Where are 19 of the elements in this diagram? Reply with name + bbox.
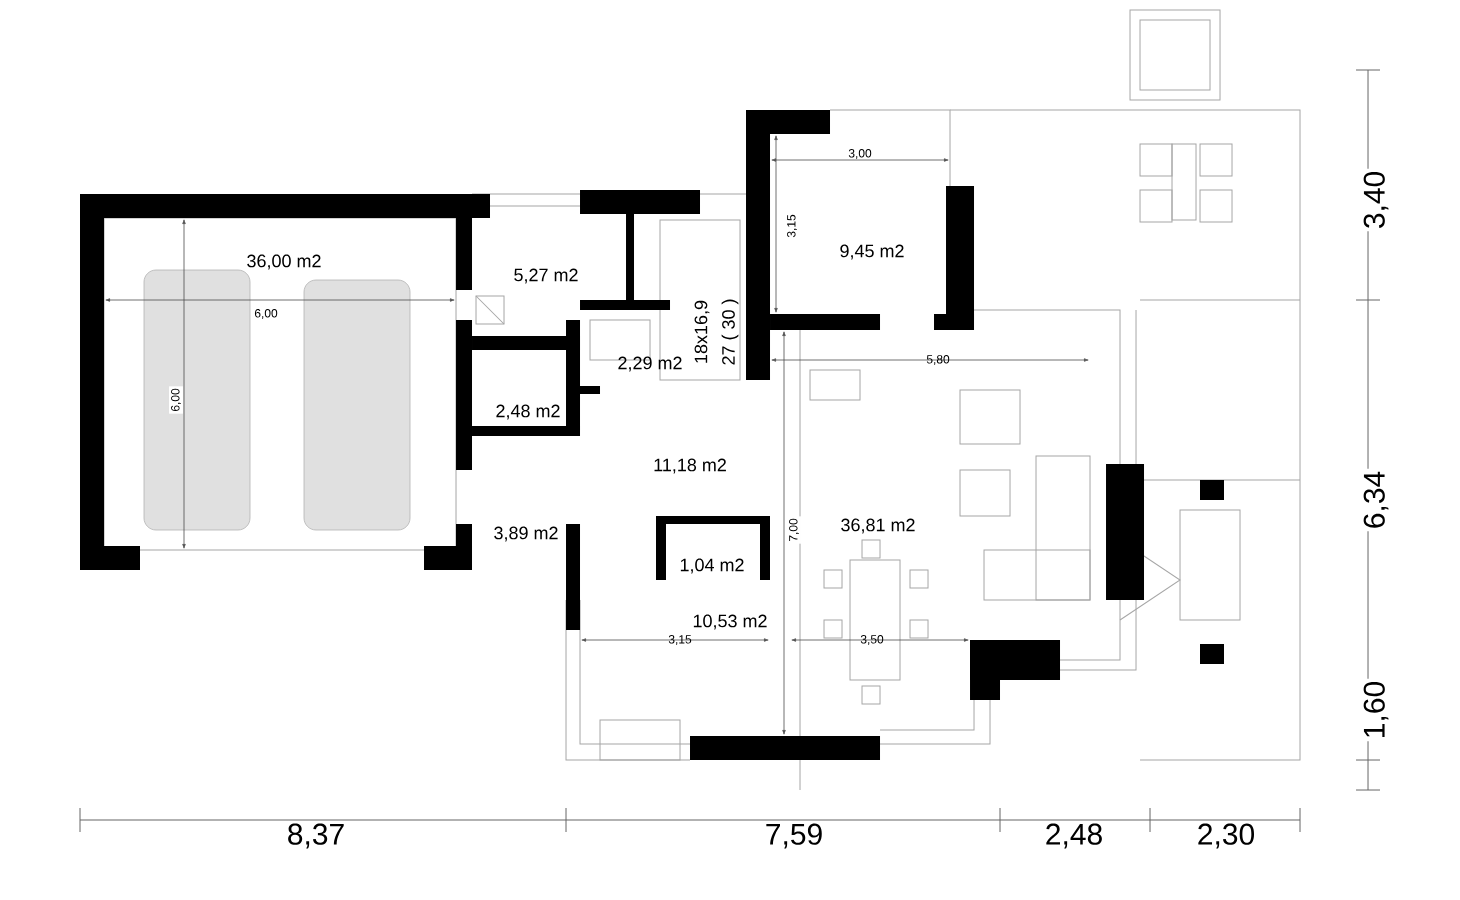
area-label: 1,04 m2 <box>680 558 744 574</box>
dimension-label: 2,30 <box>1194 821 1258 851</box>
area-label: 2,29 m2 <box>618 356 682 372</box>
area-label: 36,81 m2 <box>841 518 915 534</box>
dimension-label: 2,48 <box>1042 821 1106 851</box>
area-label: 27 ( 30 ) <box>721 299 739 365</box>
area-label: 5,27 m2 <box>514 268 578 284</box>
area-label: 36,00 m2 <box>247 254 321 270</box>
area-label: 11,18 m2 <box>654 458 726 474</box>
area-label: 10,53 m2 <box>693 614 767 630</box>
area-label: 2,48 m2 <box>496 404 560 420</box>
area-label: 18x16,9 <box>694 300 710 363</box>
dimension-label: 7,59 <box>762 821 826 851</box>
dimension-label: 3,40 <box>1361 168 1391 232</box>
dimension-label: 8,37 <box>284 821 348 851</box>
area-label: 3,89 m2 <box>494 526 558 542</box>
area-label: 9,45 m2 <box>840 244 904 260</box>
dimension-label: 1,60 <box>1361 678 1391 742</box>
dimension-label: 6,34 <box>1361 468 1391 532</box>
